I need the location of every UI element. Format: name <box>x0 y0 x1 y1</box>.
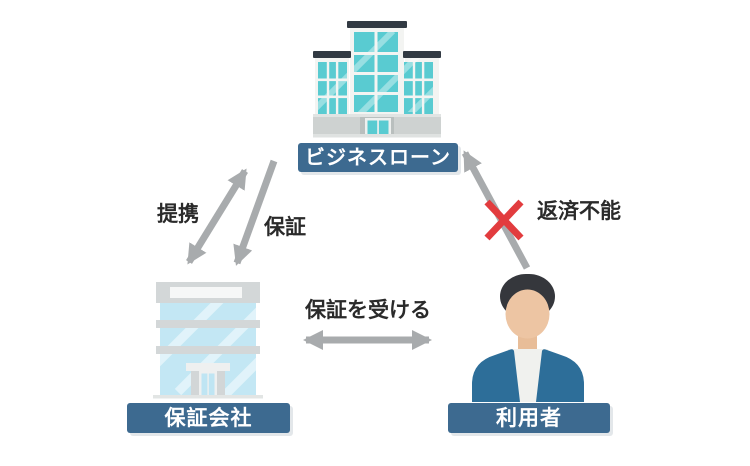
office-building-teal-icon <box>313 21 441 138</box>
guarantee-arrow-label: 保証 <box>264 216 306 239</box>
person-icon <box>472 274 584 402</box>
guarantee-arrow <box>233 159 278 266</box>
repayment-impossible-arrow-label: 返済不能 <box>537 200 621 223</box>
partnership-arrow <box>186 168 248 265</box>
receive-guarantee-arrow-label: 保証を受ける <box>305 299 431 322</box>
guarantee-company-label: 保証会社 <box>127 403 290 433</box>
business-loan-label: ビジネスローン <box>298 143 458 172</box>
partnership-arrow-label: 提携 <box>157 203 199 226</box>
office-building-lightblue-icon <box>153 282 263 399</box>
user-label: 利用者 <box>448 403 610 433</box>
red-cross-icon <box>484 199 524 241</box>
